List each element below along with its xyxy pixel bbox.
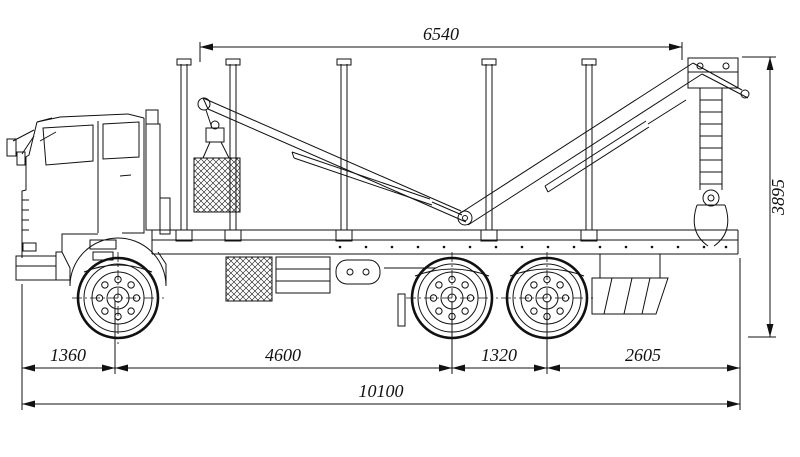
boom-head-sheave (197, 97, 211, 111)
stake (175, 58, 193, 242)
frame-rivets (338, 245, 728, 249)
dim-label-4600: 4600 (265, 345, 301, 365)
dim-wheelbase: 4600 (115, 345, 452, 372)
dim-label-1320: 1320 (481, 345, 517, 365)
dim-label-1360: 1360 (50, 345, 86, 365)
stake (480, 58, 498, 242)
truck-drawing (6, 57, 750, 344)
crane (193, 57, 750, 247)
dim-rear-overhang: 2605 (547, 345, 740, 372)
dim-overall-length: 10100 (22, 381, 740, 408)
front-grapple (193, 120, 241, 213)
tool-box (275, 256, 331, 294)
dim-label-6540: 6540 (423, 24, 459, 44)
cab (6, 109, 171, 287)
dim-front-overhang: 1360 (22, 345, 115, 372)
crane-column (687, 57, 739, 190)
dimensions: 6540 3895 1360 4600 1320 2605 (21, 24, 788, 410)
log-stakes (175, 58, 598, 242)
dim-label-3895: 3895 (768, 179, 788, 216)
battery-box (225, 256, 273, 302)
stake (224, 58, 242, 242)
rear-skid (591, 254, 669, 315)
dim-bogie-spacing: 1320 (452, 345, 547, 372)
stake (335, 58, 353, 242)
air-tank (335, 259, 381, 285)
dim-label-2605: 2605 (625, 345, 661, 365)
dim-bunk-to-crane: 6540 (199, 24, 683, 62)
mudflap (397, 293, 406, 327)
stake (580, 58, 598, 242)
axle-centerlines (72, 252, 593, 344)
rear-grapple (693, 189, 729, 247)
dim-label-10100: 10100 (359, 381, 404, 401)
dim-overall-height: 3895 (742, 56, 788, 338)
wheels (72, 252, 593, 344)
